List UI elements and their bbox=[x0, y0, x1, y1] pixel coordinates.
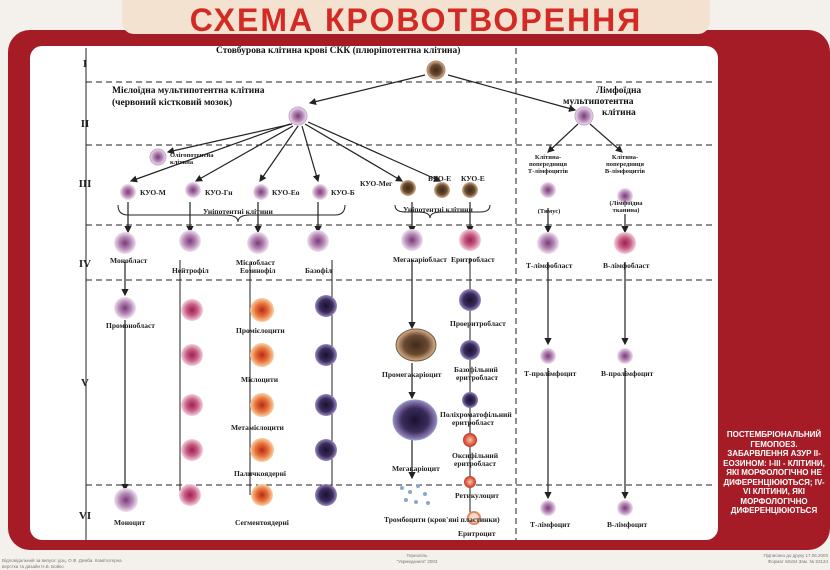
t-precursor-2: попередниця bbox=[528, 161, 568, 168]
band-label: Паличкоядерні bbox=[234, 469, 286, 478]
kuo-e-label: КУО-Е bbox=[461, 174, 485, 183]
t-precursor-1: Клітина- bbox=[534, 154, 562, 161]
level-3-label: III bbox=[78, 178, 92, 190]
myeloblast-label-1: Мієлобласт bbox=[236, 258, 275, 267]
lymph-tissue-2: тканина) bbox=[612, 207, 640, 214]
kuo-m-label: КУО-М bbox=[140, 188, 166, 197]
stem-cell-label: Стовбурова клітина крові СКК (плюріпотен… bbox=[216, 46, 461, 56]
oxyphilic-1: Оксифільний bbox=[452, 451, 499, 460]
level-5-label: V bbox=[81, 377, 89, 389]
segmented-label: Сегментоядерні bbox=[235, 518, 289, 527]
kuo-eo-label: КУО-Ео bbox=[272, 188, 300, 197]
kuo-b-label: КУО-Б bbox=[331, 188, 355, 197]
erythroblast-label: Еритробласт bbox=[451, 255, 495, 264]
b-prolymphocyte-label: В-пролімфоцит bbox=[601, 369, 654, 378]
basophil-label: Базофіл bbox=[305, 266, 332, 275]
kuo-gn-label: КУО-Гн bbox=[205, 188, 233, 197]
lymphoid-label-1: Лімфоїдна bbox=[596, 86, 642, 96]
t-lymphoblast-label: Т-лімфобласт bbox=[526, 261, 573, 270]
t-precursor-3: Т-лімфоцитів bbox=[527, 168, 569, 175]
unipotent-left-label: Уніпотентні клітини bbox=[203, 207, 273, 216]
level-1-label: I bbox=[82, 58, 88, 70]
oxyphilic-2: еритробласт bbox=[454, 459, 497, 468]
sidebar-note: ПОСТЕМБРІОНАЛЬНИЙ ГЕМОПОЕЗ. ЗАБАРВЛЕННЯ … bbox=[723, 430, 825, 515]
promonoblast-label: Промонобласт bbox=[106, 321, 155, 330]
footer-left: Відповідальний за випуск: доц. О.Ф. Демб… bbox=[2, 558, 122, 569]
metamyelocytes-label: Метамієлоцити bbox=[231, 423, 284, 432]
myeloblast-label-2: Еозинофіл bbox=[240, 266, 276, 275]
b-precursor-2: попередниця bbox=[605, 161, 645, 168]
proerythroblast-label: Проеритробласт bbox=[450, 319, 506, 328]
b-lymphoblast-label: В-лімфобласт bbox=[603, 261, 650, 270]
megakaryocyte-label: Мегакаріоцит bbox=[392, 464, 440, 473]
b-precursor-1: Клітина- bbox=[611, 154, 639, 161]
thymus-label: (Тимус) bbox=[537, 208, 561, 215]
polychromatophilic-1: Поліхроматофільний bbox=[440, 410, 512, 419]
monoblast-label: Монобласт bbox=[110, 256, 148, 265]
lymphoid-label-3: клітина bbox=[602, 108, 636, 118]
basophilic-erythroblast-2: еритробласт bbox=[456, 373, 499, 382]
oligopotent-label-2: клітина bbox=[170, 159, 194, 166]
reticulocyte-label: Ретикулоцит bbox=[455, 491, 499, 500]
neutrophil-label: Нейтрофіл bbox=[172, 266, 209, 275]
erythrocyte-label: Еритроцит bbox=[458, 529, 496, 538]
buo-e-label: БУО-Е bbox=[428, 174, 452, 183]
cells bbox=[114, 60, 636, 525]
basophilic-erythroblast-1: Базофільний bbox=[454, 365, 498, 374]
thrombocytes-label: Тромбоцити (кров'яні пластинки) bbox=[384, 515, 500, 524]
lymph-tissue-1: (Лімфоїдна bbox=[609, 200, 643, 207]
b-precursor-3: В-лімфоцитів bbox=[604, 168, 646, 175]
lymphoid-label-2: мультипотентна bbox=[563, 97, 634, 107]
poster-title: СХЕМА КРОВОТВОРЕННЯ bbox=[189, 2, 643, 38]
myelocytes-label: Мієлоцити bbox=[241, 375, 279, 384]
level-2-label: II bbox=[80, 118, 90, 130]
t-lymphocyte-label: Т-лімфоцит bbox=[530, 520, 571, 529]
myeloid-label-2: (червоний кістковий мозок) bbox=[112, 98, 233, 108]
footer-center: Тернопіль "Укрмедкнига" 2003 bbox=[396, 553, 438, 564]
title-banner: СХЕМА КРОВОТВОРЕННЯ bbox=[122, 0, 710, 38]
myeloid-label-1: Мієлоїдна мультипотентна клітина bbox=[112, 86, 265, 96]
b-lymphocyte-label: В-лімфоцит bbox=[607, 520, 648, 529]
level-4-label: IV bbox=[78, 258, 92, 270]
megakaryoblast-label: Мегакаріобласт bbox=[393, 255, 447, 264]
kuo-meg-label: КУО-Мег bbox=[360, 179, 393, 188]
monocyte-label: Моноцит bbox=[114, 518, 146, 527]
footer-right: Підписано до друку 17.06.2003 Формат 60х… bbox=[763, 553, 828, 564]
diagram-panel bbox=[30, 46, 718, 540]
promegakaryocyte-label: Промегакаріоцит bbox=[382, 370, 442, 379]
polychromatophilic-2: еритробласт bbox=[452, 418, 495, 427]
level-6-label: VI bbox=[78, 510, 92, 522]
oligopotent-label-1: Олігопотентна bbox=[170, 152, 214, 159]
t-prolymphocyte-label: Т-пролімфоцит bbox=[524, 369, 577, 378]
promyelocytes-label: Промієлоцити bbox=[236, 326, 285, 335]
unipotent-right-label: Уніпотентні клітини bbox=[403, 205, 473, 214]
